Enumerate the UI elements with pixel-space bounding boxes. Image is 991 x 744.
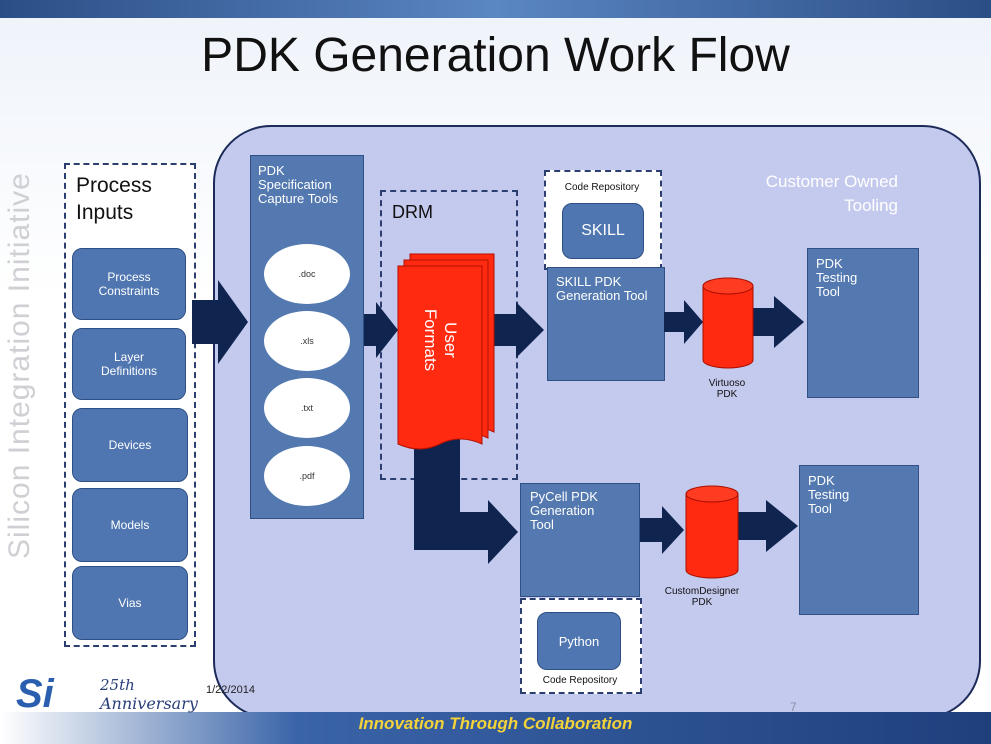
arrow-drm-to-pycell-gen — [414, 420, 518, 564]
top-banner — [0, 0, 991, 18]
txt-format-oval: .txt — [264, 378, 350, 438]
footer-tagline: Innovation Through Collaboration — [358, 714, 633, 733]
pycell-pdk-generation-tool-label: PyCell PDK Generation Tool — [530, 489, 598, 532]
pdk-testing-tool-2-box — [799, 465, 919, 615]
customer-owned-line2: Tooling — [844, 196, 898, 215]
pdk-testing-tool-1-label: PDK Testing Tool — [816, 256, 858, 299]
slide-title: PDK Generation Work Flow — [201, 29, 790, 82]
pdf-format-oval: .pdf — [264, 446, 350, 506]
process-constraints-item: Process Constraints — [72, 248, 186, 320]
user-formats-text: User Formats — [421, 308, 460, 372]
process-inputs-line1: Process — [76, 174, 152, 197]
python-code-repository-label: Code Repository — [542, 675, 618, 686]
layer-definitions-item: Layer Definitions — [72, 328, 186, 400]
customer-owned-label: Customer Owned Tooling — [700, 170, 898, 218]
si2-logo-anniversary-line1: 25th — [100, 676, 135, 694]
pdk-testing-tool-1-box — [807, 248, 919, 398]
doc-format-oval: .doc — [264, 244, 350, 304]
pdk-testing-tool-2-label: PDK Testing Tool — [808, 473, 850, 516]
skill-pdk-generation-tool-box — [547, 267, 665, 381]
xls-format-oval: .xls — [264, 311, 350, 371]
footer-date: 1/22/2014 — [206, 684, 255, 696]
spec-capture-tools-label: PDK Specification Capture Tools — [258, 163, 338, 206]
user-formats-document-stack — [397, 253, 495, 450]
drm-label: DRM — [392, 202, 433, 222]
si2-logo-mark: Si — [16, 672, 54, 716]
virtuoso-pdk-cylinder — [702, 277, 754, 369]
python-item: Python — [537, 612, 621, 670]
arrow-drm-to-skill-gen — [494, 302, 544, 358]
skill-code-repository-label: Code Repository — [564, 182, 640, 193]
bottom-banner — [0, 712, 991, 744]
process-inputs-title: Process Inputs — [76, 172, 152, 226]
arrow-virtuoso-to-testing — [752, 296, 804, 348]
arrow-customdesigner-to-testing — [738, 500, 798, 552]
arrow-skill-gen-to-virtuoso — [664, 300, 703, 344]
user-formats-label: User Formats — [400, 300, 480, 380]
skill-pdk-generation-tool-label: SKILL PDK Generation Tool — [556, 274, 648, 303]
customdesigner-pdk-cylinder — [685, 485, 739, 579]
footer-page-number: 7 — [790, 700, 797, 714]
virtuoso-pdk-label: Virtuoso PDK — [708, 378, 746, 400]
si2-logo: Si 25th Anniversary — [16, 672, 236, 716]
arrow-pycell-gen-to-customdesigner — [640, 506, 684, 554]
pycell-pdk-generation-tool-box — [520, 483, 640, 597]
models-item: Models — [72, 488, 188, 562]
arrow-spec-to-drm — [364, 302, 398, 358]
vias-item: Vias — [72, 566, 188, 640]
customdesigner-pdk-label: CustomDesigner PDK — [664, 586, 740, 608]
process-inputs-line2: Inputs — [76, 201, 134, 224]
arrow-inputs-to-spec — [192, 280, 248, 364]
skill-item: SKILL — [562, 203, 644, 259]
customer-owned-line1: Customer Owned — [765, 172, 898, 191]
devices-item: Devices — [72, 408, 188, 482]
si2-logo-anniversary-line2: Anniversary — [100, 694, 198, 713]
